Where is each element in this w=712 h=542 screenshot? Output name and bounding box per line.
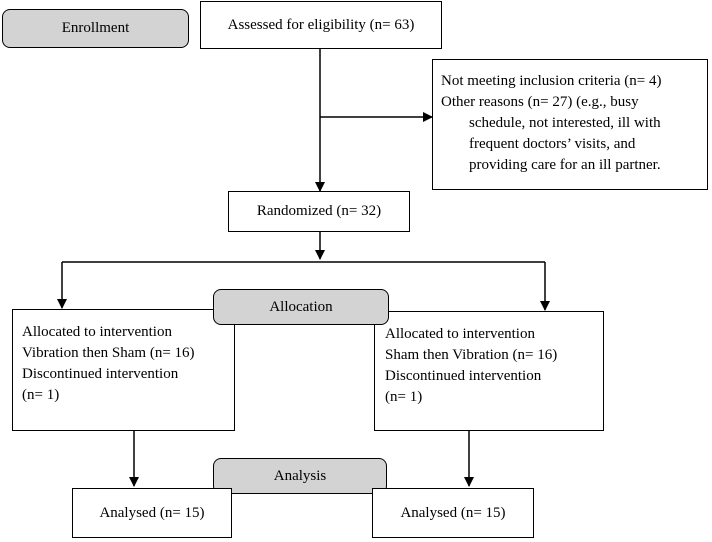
right-analysed-box: Analysed (n= 15) [372,488,534,538]
left-analysed-text: Analysed (n= 15) [99,504,205,521]
analysis-stage-label: Analysis [213,458,387,494]
left-analysed-box: Analysed (n= 15) [72,488,232,538]
right-arm-allocation-box: Allocated to intervention Sham then Vibr… [374,311,604,431]
excluded-line-1: Not meeting inclusion criteria (n= 4) [441,73,662,89]
excluded-line-5: providing care for an ill partner. [469,157,661,173]
left-arm-line-3: Discontinued intervention [22,366,179,382]
eligibility-text: Assessed for eligibility (n= 63) [227,16,415,33]
right-analysed-text: Analysed (n= 15) [400,504,506,521]
randomized-text: Randomized (n= 32) [256,203,382,219]
analysis-label: Analysis [273,467,327,484]
allocation-label: Allocation [269,298,333,315]
right-arm-line-3: Discontinued intervention [385,368,542,384]
allocation-stage-label: Allocation [213,289,389,325]
left-arm-line-4: (n= 1) [22,387,60,403]
excluded-line-3: schedule, not interested, ill with [469,115,661,131]
excluded-line-2: Other reasons (n= 27) (e.g., busy [441,94,639,110]
enrollment-stage-label: Enrollment [2,9,189,48]
right-arm-line-4: (n= 1) [385,389,423,405]
left-arm-line-1: Allocated to intervention [22,324,172,340]
excluded-line-4: frequent doctors’ visits, and [469,136,636,152]
right-arm-line-1: Allocated to intervention [385,326,535,342]
left-arm-line-2: Vibration then Sham (n= 16) [22,345,195,361]
enrollment-label: Enrollment [61,20,130,36]
right-arm-line-2: Sham then Vibration (n= 16) [385,347,558,363]
excluded-box: Not meeting inclusion criteria (n= 4) Ot… [432,59,708,190]
left-arm-allocation-box: Allocated to intervention Vibration then… [12,309,235,431]
randomized-box: Randomized (n= 32) [228,191,410,232]
eligibility-box: Assessed for eligibility (n= 63) [200,1,442,49]
